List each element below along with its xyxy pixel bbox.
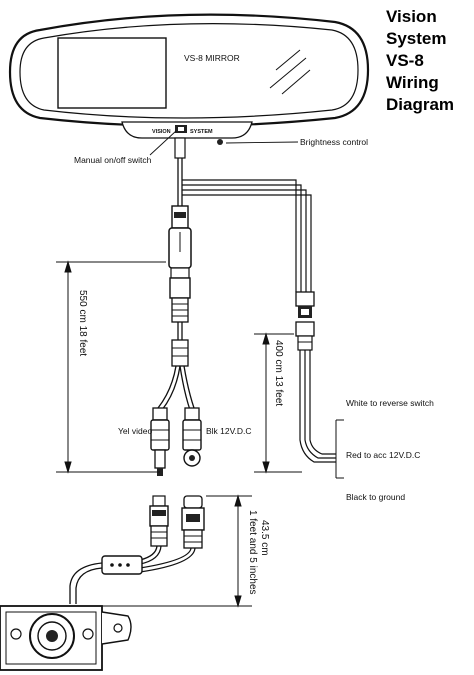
camera-cable-length-label-2: 1 feet and 5 inches — [247, 510, 258, 595]
side-cable-connector — [295, 291, 315, 351]
yel-video-rca-plug — [150, 407, 170, 476]
switch-leader-line — [149, 130, 177, 156]
camera-cable-joiner — [101, 555, 143, 575]
mirror-outer-body — [8, 13, 370, 128]
mirror-glare-lines — [269, 49, 311, 95]
blk-power-rca-plug — [182, 407, 202, 467]
diagram-title: Vision System VS-8 Wiring Diagram — [386, 7, 454, 114]
bracket-screw-hole — [113, 623, 123, 633]
brightness-control-label: Brightness control — [300, 137, 368, 147]
brightness-knob[interactable] — [217, 139, 223, 145]
black-wire-label: Black to ground — [346, 492, 405, 502]
mirror-display-screen — [57, 37, 167, 109]
main-cable-lower — [177, 322, 183, 340]
wire-terminal-bracket — [335, 419, 344, 479]
switch-left-label: VISION — [152, 129, 171, 135]
vs8-mirror: VS-8 MIRROR VISION SYSTEM — [8, 13, 370, 159]
red-wire-label: Red to acc 12V.D.C — [346, 450, 420, 460]
main-inline-connector — [168, 205, 192, 323]
switch-right-label: SYSTEM — [190, 129, 213, 135]
camera-ir-led-right — [82, 628, 94, 640]
title-line-2: System — [386, 29, 446, 48]
y-split-boot — [171, 339, 189, 367]
camera-cable-length-label-1: 43.5 cm — [259, 520, 270, 556]
white-wire-label: White to reverse switch — [346, 398, 434, 408]
camera-rca-jack-yellow — [149, 495, 169, 547]
side-cable-wires — [299, 350, 336, 463]
y-split-cables — [157, 365, 195, 411]
mirror-mount-stem — [174, 137, 186, 159]
camera-cable-dimension — [0, 494, 252, 608]
main-cable-dimension — [56, 260, 166, 474]
camera-power-jack — [181, 495, 205, 549]
title-line-1: Vision — [386, 7, 437, 26]
backup-camera — [0, 605, 132, 671]
camera-lead-cable — [69, 562, 103, 604]
main-cable — [177, 158, 312, 292]
camera-cables — [139, 545, 196, 573]
side-cable-dimension — [254, 332, 302, 474]
yel-video-label: Yel video — [118, 426, 152, 436]
side-cable-length-label: 400 cm 13 feet — [273, 340, 284, 406]
mirror-model-label: VS-8 MIRROR — [184, 53, 240, 63]
brightness-leader-line — [225, 141, 299, 144]
title-line-5: Diagram — [386, 95, 454, 114]
mirror-inner-rim — [19, 23, 359, 119]
switch-toggle-icon — [178, 127, 184, 131]
blk-power-label: Blk 12V.D.C — [206, 426, 252, 436]
main-cable-length-label: 550 cm 18 feet — [77, 290, 88, 356]
title-line-3: VS-8 — [386, 51, 424, 70]
title-line-4: Wiring — [386, 73, 439, 92]
camera-ir-led-left — [10, 628, 22, 640]
mirror-callouts: Brightness control Manual on/off switch — [74, 130, 368, 165]
manual-switch-label: Manual on/off switch — [74, 155, 152, 165]
